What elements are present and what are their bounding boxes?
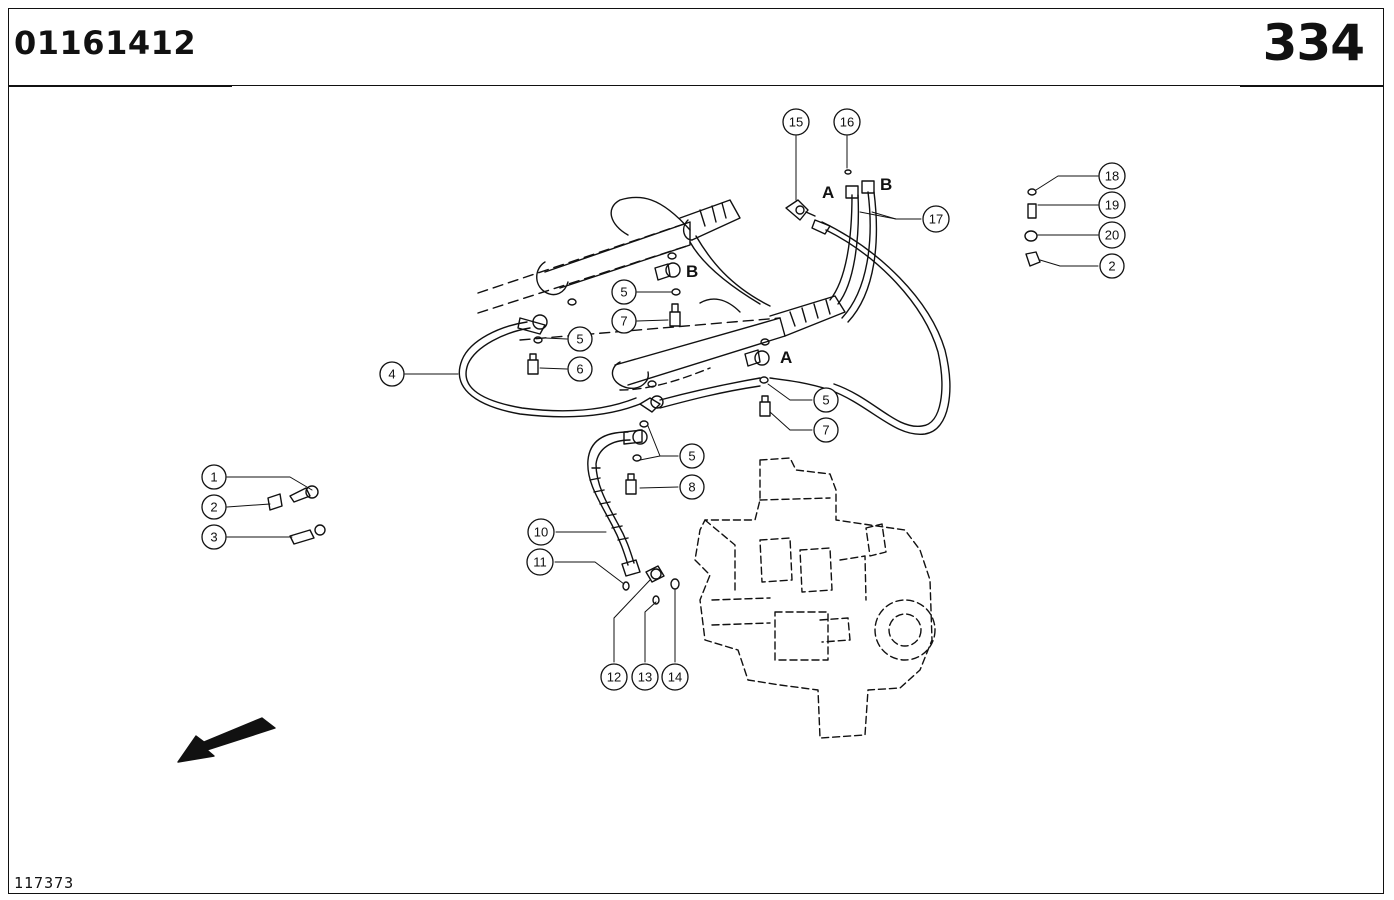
direction-arrow bbox=[177, 717, 276, 763]
svg-text:17: 17 bbox=[929, 212, 943, 227]
callout-16: 16 bbox=[833, 108, 861, 136]
callout-5-b: 5 bbox=[611, 279, 637, 305]
drawing-code: 117373 bbox=[14, 874, 75, 892]
callout-11: 11 bbox=[526, 548, 554, 576]
svg-text:11: 11 bbox=[533, 555, 547, 570]
drawing-frame bbox=[8, 8, 1384, 894]
hose-4 bbox=[458, 314, 761, 418]
callout-10: 10 bbox=[527, 518, 555, 546]
svg-text:5: 5 bbox=[576, 332, 583, 347]
callout-7-b: 7 bbox=[813, 417, 839, 443]
callout-17: 17 bbox=[922, 205, 950, 233]
svg-text:14: 14 bbox=[668, 670, 682, 685]
port-a-cylinder-label: A bbox=[780, 348, 792, 367]
washers-and-bolts bbox=[267, 169, 1041, 605]
callout-3: 3 bbox=[201, 524, 227, 550]
callout-7-a: 7 bbox=[611, 308, 637, 334]
header-tab-right bbox=[1240, 86, 1384, 87]
callout-13: 13 bbox=[631, 663, 659, 691]
svg-text:7: 7 bbox=[822, 423, 829, 438]
cylinder-lower bbox=[519, 295, 846, 391]
pump-housing bbox=[694, 457, 936, 739]
svg-text:10: 10 bbox=[534, 525, 548, 540]
callout-4: 4 bbox=[379, 361, 405, 387]
header-tab-left bbox=[8, 86, 232, 87]
callout-5-c: 5 bbox=[813, 387, 839, 413]
svg-text:2: 2 bbox=[210, 500, 217, 515]
svg-text:5: 5 bbox=[822, 393, 829, 408]
document-number: 01161412 bbox=[14, 24, 197, 62]
callout-8: 8 bbox=[679, 474, 705, 500]
callout-1: 1 bbox=[201, 464, 227, 490]
svg-text:19: 19 bbox=[1105, 198, 1119, 213]
callout-14: 14 bbox=[661, 663, 689, 691]
svg-text:15: 15 bbox=[789, 115, 803, 130]
callout-5-a: 5 bbox=[567, 326, 593, 352]
svg-text:7: 7 bbox=[620, 314, 627, 329]
page-number: 334 bbox=[1262, 14, 1365, 72]
svg-text:1: 1 bbox=[210, 470, 217, 485]
svg-text:13: 13 bbox=[638, 670, 652, 685]
callout-18: 18 bbox=[1098, 162, 1126, 190]
callout-12: 12 bbox=[600, 663, 628, 691]
callout-2-right: 2 bbox=[1099, 253, 1125, 279]
svg-text:8: 8 bbox=[688, 480, 695, 495]
elbow-fitting-15 bbox=[785, 199, 816, 221]
port-b-top-label: B bbox=[880, 175, 892, 194]
callout-19: 19 bbox=[1098, 191, 1126, 219]
port-b-cylinder-label: B bbox=[686, 262, 698, 281]
callout-2-left: 2 bbox=[201, 494, 227, 520]
svg-text:12: 12 bbox=[607, 670, 621, 685]
svg-text:18: 18 bbox=[1105, 169, 1119, 184]
svg-text:4: 4 bbox=[388, 367, 395, 382]
svg-text:2: 2 bbox=[1108, 259, 1115, 274]
svg-text:16: 16 bbox=[840, 115, 854, 130]
svg-text:5: 5 bbox=[688, 449, 695, 464]
cylinder-upper bbox=[477, 196, 771, 314]
svg-text:5: 5 bbox=[620, 285, 627, 300]
callout-6: 6 bbox=[567, 356, 593, 382]
leader-lines bbox=[226, 135, 1099, 663]
svg-text:3: 3 bbox=[210, 530, 217, 545]
svg-text:20: 20 bbox=[1105, 228, 1119, 243]
port-a-top-label: A bbox=[822, 183, 834, 202]
callout-20: 20 bbox=[1098, 221, 1126, 249]
header-rule bbox=[8, 85, 1384, 86]
callout-5-d: 5 bbox=[679, 443, 705, 469]
hose-10 bbox=[587, 429, 648, 577]
callout-15: 15 bbox=[782, 108, 810, 136]
svg-text:6: 6 bbox=[576, 362, 583, 377]
